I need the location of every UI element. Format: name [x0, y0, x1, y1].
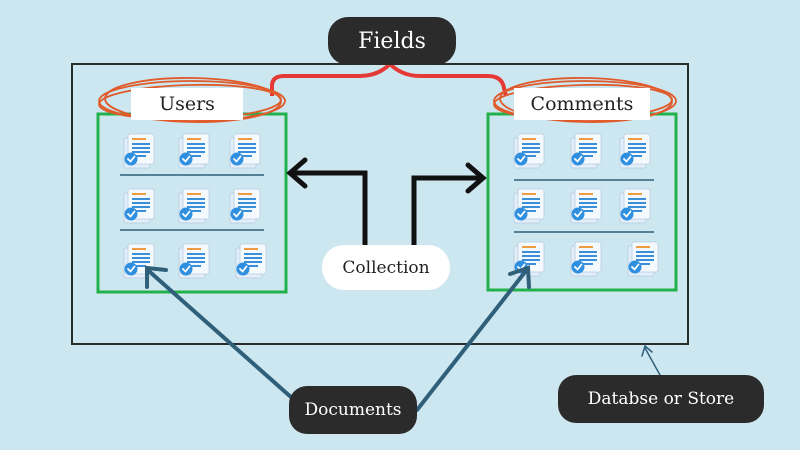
database-store-label: Databse or Store [558, 375, 764, 423]
document-check-icon [619, 188, 651, 224]
collection-arrows [286, 157, 487, 248]
documents-label: Documents [289, 386, 417, 434]
comments-collection-name: Comments [514, 88, 650, 120]
document-check-icon [513, 133, 545, 169]
document-check-icon [513, 188, 545, 224]
document-check-icon [178, 133, 210, 169]
document-check-icon [235, 243, 267, 279]
document-check-icon [627, 241, 659, 277]
collection-users [96, 112, 288, 294]
collection-comments [486, 112, 678, 292]
document-check-icon [178, 188, 210, 224]
store-pointer [641, 344, 661, 376]
users-collection-name: Users [131, 88, 243, 120]
document-check-icon [229, 188, 261, 224]
document-check-icon [229, 133, 261, 169]
documents-arrows [145, 265, 531, 412]
document-check-icon [178, 243, 210, 279]
document-check-icon [570, 241, 602, 277]
document-check-icon [570, 188, 602, 224]
document-check-icon [123, 133, 155, 169]
document-check-icon [123, 188, 155, 224]
collection-label: Collection [322, 245, 450, 290]
document-check-icon [570, 133, 602, 169]
document-check-icon [619, 133, 651, 169]
fields-label: Fields [328, 17, 456, 65]
fields-bracket [270, 62, 508, 97]
